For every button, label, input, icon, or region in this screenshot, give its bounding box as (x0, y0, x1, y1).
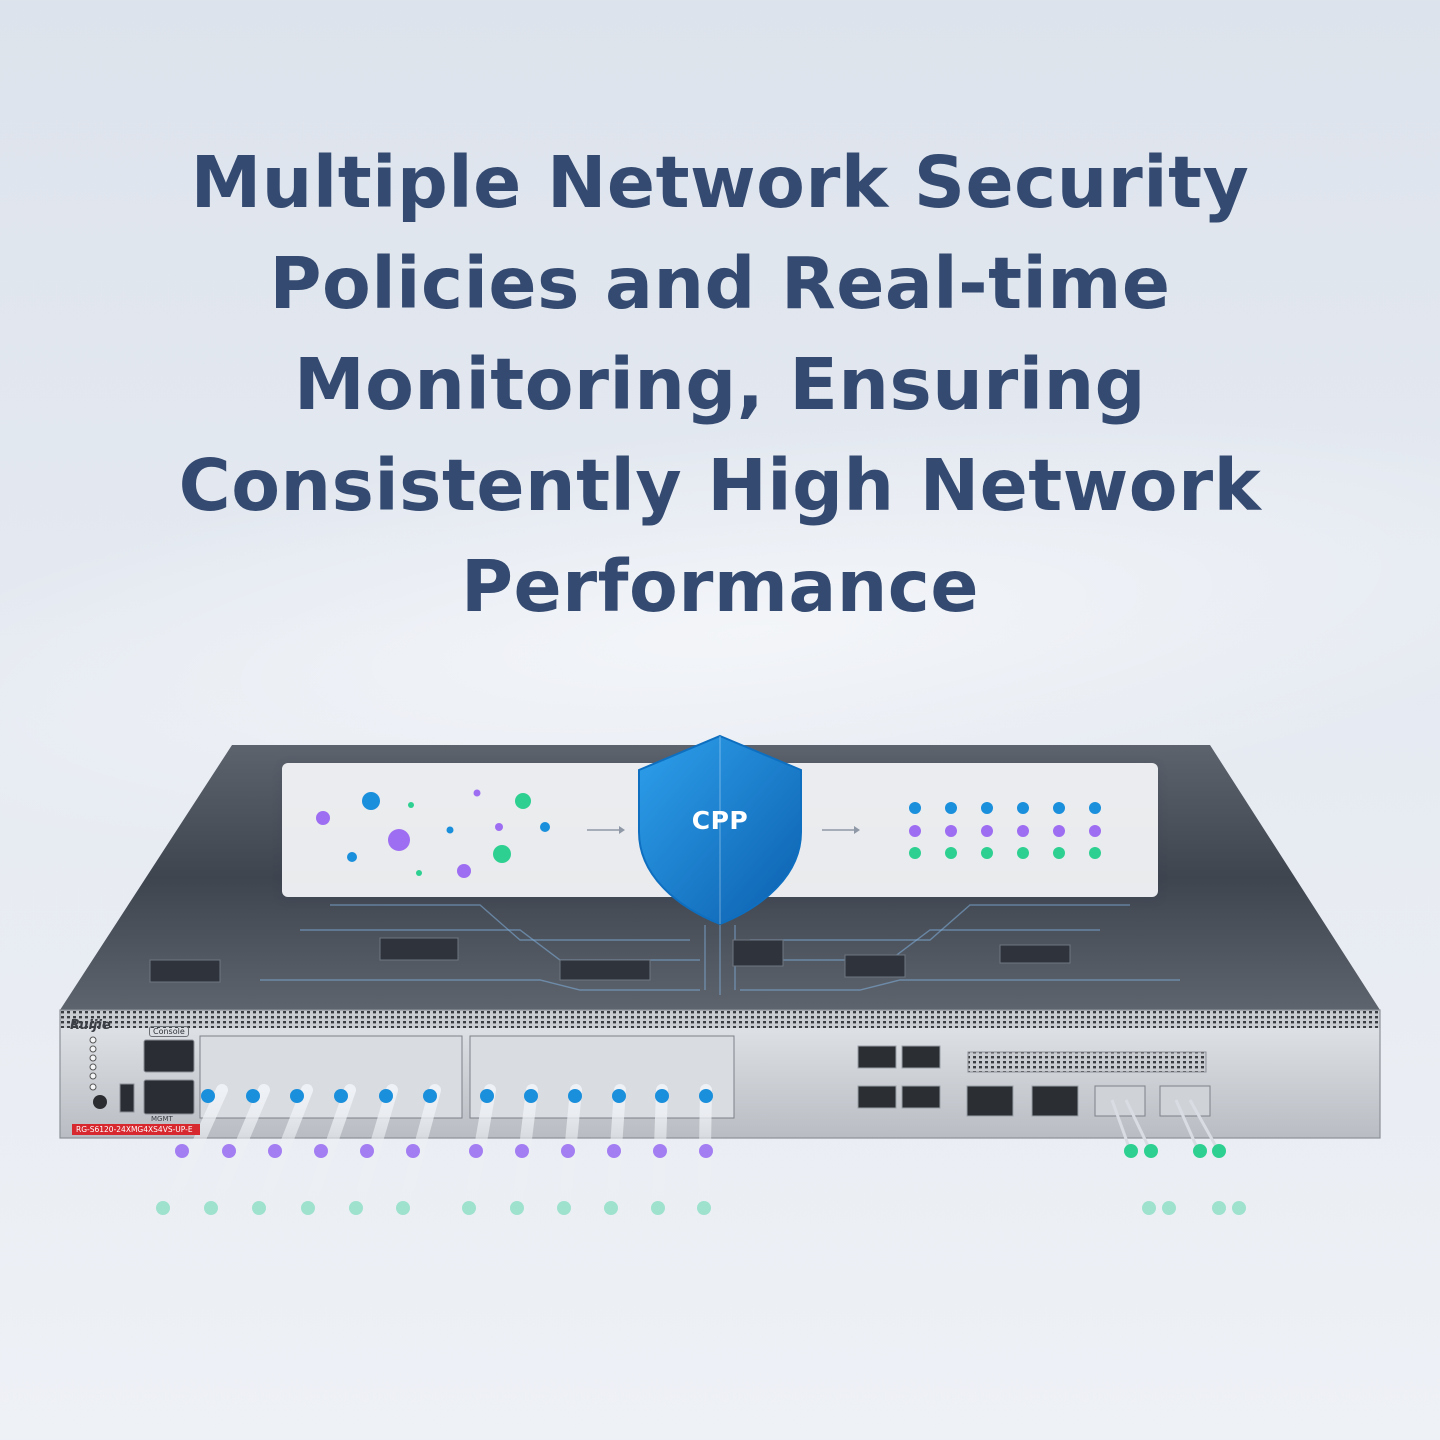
fiber-ports (1094, 1085, 1211, 1117)
shield-label: CPP (691, 806, 749, 835)
status-leds (89, 1036, 97, 1091)
cable-dots-purple (175, 1144, 713, 1158)
cable-dots-green (156, 1201, 711, 1215)
headline-line-4: Consistently High Network (178, 444, 1262, 527)
outgoing-traffic-dots (909, 802, 1101, 859)
headline: Multiple Network Security Policies and R… (120, 132, 1320, 637)
traffic-flow-graphic (316, 789, 1101, 878)
sfp-ports (857, 1045, 1079, 1117)
brand-logo: Ruijie (70, 1018, 111, 1033)
fiber-dots (1124, 1144, 1226, 1158)
rj45-port-block (199, 1035, 735, 1119)
fiber-dots-faded (1142, 1201, 1246, 1215)
arrow-right-icon (822, 826, 860, 834)
arrow-right-icon (587, 826, 625, 834)
headline-line-1: Multiple Network Security (190, 141, 1250, 224)
mode-button (93, 1095, 107, 1109)
cable-dots-blue (201, 1089, 713, 1103)
headline-line-3: Monitoring, Ensuring (293, 343, 1146, 426)
mgmt-label: MGMT (151, 1115, 173, 1123)
headline-line-5: Performance (460, 545, 980, 628)
board-chips (149, 937, 1071, 983)
console-label: Console (149, 1026, 189, 1037)
console-ports (119, 1039, 195, 1115)
headline-line-2: Policies and Real-time (269, 242, 1171, 325)
model-number: RG-S6120-24XMG4XS4VS-UP-E (72, 1124, 200, 1135)
incoming-traffic-dots (316, 789, 550, 878)
network-cables (164, 1084, 712, 1211)
fiber-cables (1110, 1099, 1220, 1151)
shield-icon (638, 734, 802, 926)
